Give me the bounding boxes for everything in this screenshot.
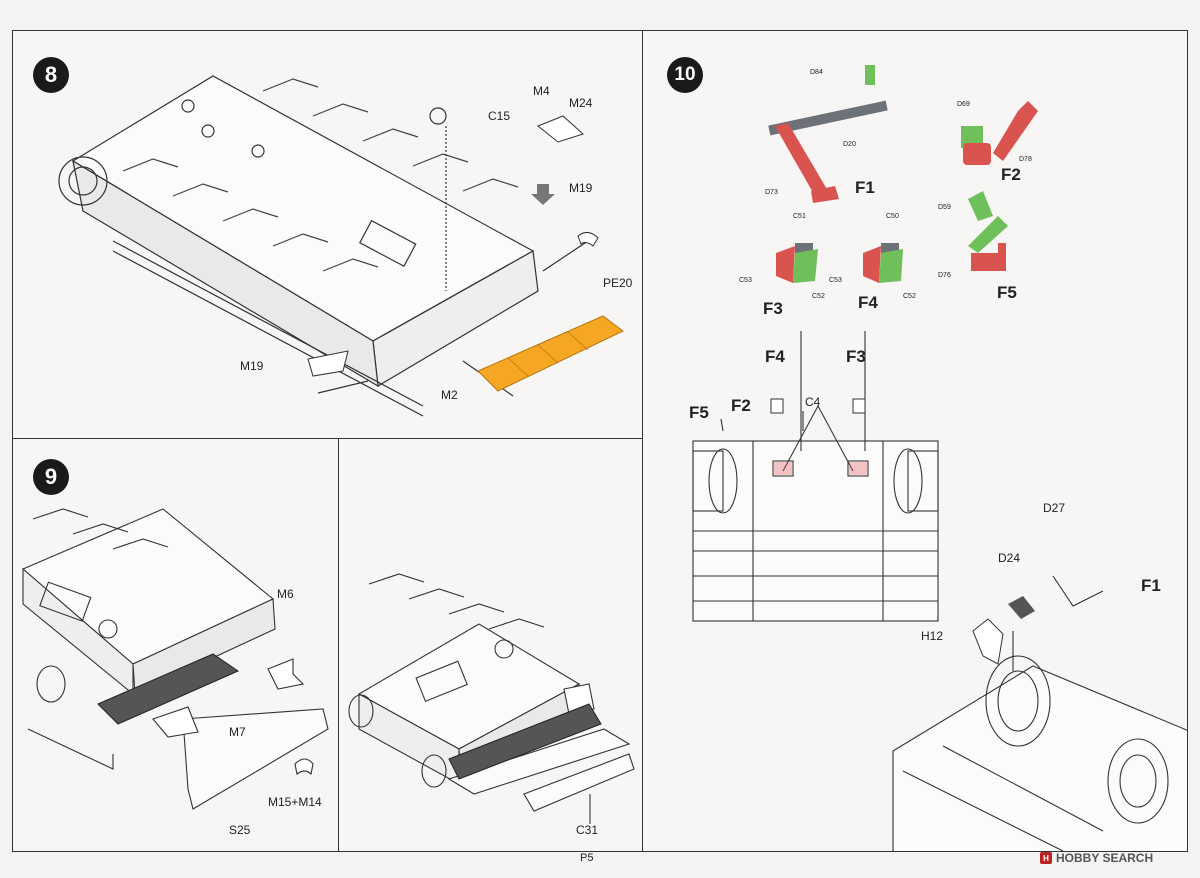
label-m19-bottom: M19 [240, 359, 264, 373]
label-m7: M7 [229, 725, 246, 739]
step9-panel: 9 M6 M7 M15+M14 S25 [12, 438, 339, 852]
pe20-plate [477, 315, 624, 392]
label-m6: M6 [277, 587, 294, 601]
step8-panel: 8 [12, 30, 643, 440]
label-c52-b: C52 [903, 293, 916, 300]
label-m4: M4 [533, 84, 550, 98]
watermark: H HOBBY SEARCH [1040, 851, 1153, 865]
label-pe20: PE20 [603, 276, 633, 290]
label-f4-assembly: F4 [765, 347, 785, 366]
watermark-text: HOBBY SEARCH [1056, 851, 1154, 865]
label-m19-top: M19 [569, 181, 593, 195]
label-h12: H12 [921, 629, 944, 643]
label-m15-m14: M15+M14 [268, 795, 322, 809]
label-f3-assembly: F3 [846, 347, 866, 366]
step9-result-panel: C31 [338, 438, 643, 852]
label-c53-b: C53 [829, 277, 842, 284]
step-number-8: 8 [33, 57, 69, 93]
down-arrow-icon [531, 184, 555, 205]
step-number-10: 10 [667, 57, 703, 93]
label-d59: D59 [938, 204, 951, 211]
label-f3-sub: F3 [763, 299, 783, 318]
page-number: P5 [580, 852, 594, 864]
label-d78: D78 [1019, 156, 1032, 163]
label-c53-a: C53 [739, 277, 752, 284]
label-f2-sub: F2 [1001, 165, 1021, 184]
label-d20: D20 [843, 141, 856, 148]
step-number-9: 9 [33, 459, 69, 495]
step10-panel: 10 [642, 30, 1188, 852]
label-f5-sub: F5 [997, 283, 1017, 302]
label-c15: C15 [488, 109, 511, 123]
label-c50: C50 [886, 213, 899, 220]
grille-plate-installed [448, 703, 602, 780]
step8-drawing [58, 75, 624, 417]
label-f1-sub: F1 [855, 178, 875, 197]
label-f1-assembly: F1 [1141, 576, 1161, 595]
label-c51: C51 [793, 213, 806, 220]
label-f5-assembly: F5 [689, 403, 709, 422]
label-m24: M24 [569, 96, 593, 110]
label-d27: D27 [1043, 501, 1066, 515]
label-d76: D76 [938, 272, 951, 279]
label-f2-assembly: F2 [731, 396, 751, 415]
grille-plate [97, 653, 240, 725]
label-c31: C31 [576, 823, 599, 837]
step9-drawing [21, 508, 329, 810]
label-s25: S25 [229, 823, 251, 837]
label-c4: C4 [805, 395, 821, 409]
label-d69: D69 [957, 101, 970, 108]
label-m2: M2 [441, 388, 458, 402]
label-d24: D24 [998, 551, 1021, 565]
label-d73: D73 [765, 189, 778, 196]
step10-drawing [692, 65, 1187, 851]
label-c52-a: C52 [812, 293, 825, 300]
label-f4-sub: F4 [858, 293, 878, 312]
hobby-search-logo-icon: H [1040, 852, 1052, 864]
step9-result-drawing [348, 573, 635, 824]
label-d84: D84 [810, 69, 823, 76]
